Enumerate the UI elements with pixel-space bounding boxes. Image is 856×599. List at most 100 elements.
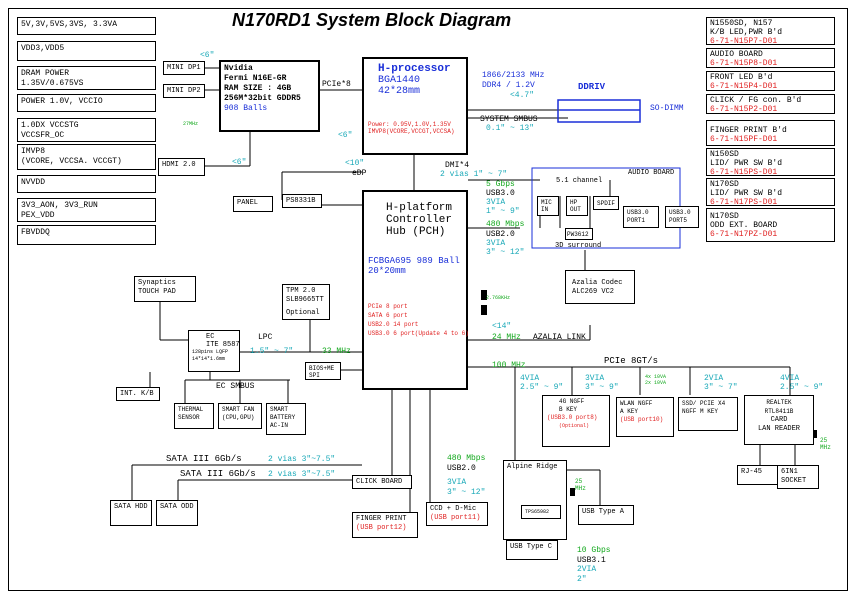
board-title: CLICK / FG con. B'd — [710, 96, 802, 105]
power-rail-box: FBVDDQ — [17, 225, 156, 245]
lan-vias: 4VIA — [780, 374, 800, 383]
mic-in-box: MIC IN — [537, 196, 559, 216]
usb2-lower-length: 3" ~ 12" — [447, 488, 486, 497]
board-title: FINGER PRINT B'd — [710, 126, 787, 135]
via-note: 4x 10VA 2x 10VA — [645, 374, 667, 386]
wlan-port: (USB port10) — [620, 416, 664, 423]
usb20-vias: 3VIA — [486, 239, 506, 248]
power-rail-box: POWER 1.0V, VCCIO — [17, 94, 156, 112]
ngff4g-box: 4G NGFF B KEY (USB3.0 port8) (Optional) — [542, 395, 610, 447]
tpm-optional: Optional — [286, 309, 320, 317]
power-rail-box: 5V,3V,5VS,3VS, 3.3VA — [17, 17, 156, 35]
click-board-box: CLICK BOARD — [352, 475, 412, 489]
pch-name: H-platform Controller Hub (PCH) — [386, 202, 453, 238]
gpu-clock: 27MHz — [183, 121, 199, 127]
board-part: 6-71-N15P8-D01 — [710, 59, 778, 68]
tpm-box: TPM 2.0 SLB9665TT Optional — [282, 284, 330, 320]
hdmi-length: <6" — [232, 158, 247, 167]
board-title: FRONT LED B'd — [710, 73, 773, 82]
ngff4g-optional: (Optional) — [559, 423, 590, 429]
lan-length: 2.5" ~ 9" — [780, 383, 824, 392]
pch-rtc-clock: 2.768KHz — [486, 295, 511, 301]
ddriv-label: DDRIV — [578, 82, 606, 92]
pch-ports: PCIe 8 port SATA 6 port USB2.0 14 port U… — [368, 303, 469, 337]
dmi-vias: 2 vias 1" ~ 7" — [440, 170, 508, 179]
pch-package: FCBGA695 989 Ball 20*20mm — [368, 256, 460, 276]
pcie-bus-label: PCIe 8GT/s — [604, 356, 659, 366]
audio-board-label: AUDIO BOARD — [628, 169, 675, 177]
usb31-length: 2" — [577, 575, 587, 584]
usb31-vias: 2VIA — [577, 565, 597, 574]
ssd-box: SSD/ PCIE X4 NGFF M KEY — [678, 397, 738, 431]
gpu-name: Nvidia Fermi N16E-GR RAM SIZE : 4GB 256M… — [224, 64, 301, 103]
pch-block: H-platform Controller Hub (PCH) FCBGA695… — [362, 190, 469, 390]
usb20-label: USB2.0 — [486, 230, 515, 239]
card-socket-box: 6IN1 SOCKET — [777, 465, 819, 489]
usb31-speed: 10 Gbps — [577, 546, 611, 555]
alpine-ridge-box: Alpine Ridge — [503, 460, 567, 540]
usb-type-a-box: USB Type A — [578, 505, 634, 525]
ec-smbus-label: EC SMBUS — [216, 382, 255, 391]
sata-odd-box: SATA ODD — [156, 500, 198, 526]
board-part: 6-71-N15P7-D01 — [710, 37, 778, 46]
board-part: 6-71-N17PZ-D01 — [710, 230, 778, 239]
ec-chip-box: EC ITE 8587 128pins LQFP 14*14*1.6mm — [188, 330, 240, 372]
wlan-name: WLAN NGFF A KEY — [620, 400, 653, 415]
rj45-box: RJ-45 — [737, 465, 779, 485]
power-rail-box: 1.0DX VCCSTG VCCSFR_OC — [17, 118, 156, 142]
cpu-name: H-processor — [378, 63, 451, 75]
usb30-speed: 5 Gbps — [486, 180, 515, 189]
ssd-vias: 2VIA — [704, 374, 724, 383]
usb30-port5-box: USB3.0 PORT5 — [665, 206, 699, 228]
lan-clock: 25 MHz — [820, 437, 831, 451]
wlan-length: 3" ~ 9" — [585, 383, 619, 392]
ddr-type: DDR4 / 1.2V — [482, 81, 535, 90]
usb2-lower-vias: 3VIA — [447, 478, 467, 487]
tpm-name: TPM 2.0 SLB9665TT — [286, 287, 324, 304]
ps8331b-box: PS8331B — [282, 194, 322, 208]
usb31-label: USB3.1 — [577, 556, 606, 565]
ngff4g-name: 4G NGFF B KEY — [559, 398, 585, 413]
mini-dp2-box: MINI DP2 — [163, 84, 205, 98]
usb30-label: USB3.0 — [486, 189, 515, 198]
ngff4g-vias: 4VIA — [520, 374, 540, 383]
azalia-codec-box: Azalia Codec ALC269 VC2 — [565, 270, 635, 304]
ngff4g-port: (USB3.0 port8) — [547, 414, 598, 421]
azalia-length: <14" — [492, 322, 512, 331]
usb2-lower-label: USB2.0 — [447, 464, 476, 473]
system-smbus-label: SYSTEM SMBUS — [480, 115, 538, 124]
board-part: 6-71-N17PS-D01 — [710, 198, 778, 207]
card-lan-name: CARD LAN READER — [757, 416, 800, 433]
thermal-sensor-box: THERMAL SENSOR — [174, 403, 214, 429]
wlan-box: WLAN NGFF A KEY (USB port10) — [616, 397, 674, 437]
usb20-speed: 480 Mbps — [486, 220, 525, 229]
surround-label: 3D surround — [555, 242, 602, 250]
board-part: 6-71-N15P2-D01 — [710, 105, 778, 114]
sata-line1-length: 2 vias 3"~7.5" — [268, 455, 336, 464]
ddr-speed: 1866/2133 MHz — [482, 71, 545, 80]
ec-name: EC ITE 8587 — [206, 333, 240, 349]
power-rail-box: IMVP8 (VCORE, VCCSA. VCCGT) — [17, 144, 156, 170]
smart-battery-box: SMART BATTERY AC-IN — [266, 403, 306, 435]
usb30-port1-box: USB3.0 PORT1 — [623, 206, 659, 228]
power-rail-box: VDD3,VDD5 — [17, 41, 156, 61]
sata-line1: SATA III 6Gb/s — [166, 454, 242, 464]
gpu-pcie-label: PCIe*8 — [322, 80, 351, 89]
board-title: N1550SD, N157 K/B LED,PWR B'd — [710, 19, 783, 37]
sata-hdd-box: SATA HDD — [110, 500, 152, 526]
gpu-balls: 908 Balls — [224, 104, 268, 113]
pcie-clock: 100 MHz — [492, 361, 526, 370]
cpu-power: Power: 0.95V,1.0V,1.35V IMVP8(VCORE,VCCG… — [368, 121, 455, 135]
ccd-dmic-box: CCD + D-Mic (USB port11) — [426, 502, 488, 526]
alpine-ridge-label: Alpine Ridge — [507, 463, 558, 471]
ddr-length: <4.7" — [510, 91, 535, 100]
diagram-frame — [8, 8, 848, 591]
azalia-link-label: AZALIA LINK — [533, 333, 586, 342]
power-rail-box: DRAM POWER 1.35V/0.675VS — [17, 66, 156, 90]
